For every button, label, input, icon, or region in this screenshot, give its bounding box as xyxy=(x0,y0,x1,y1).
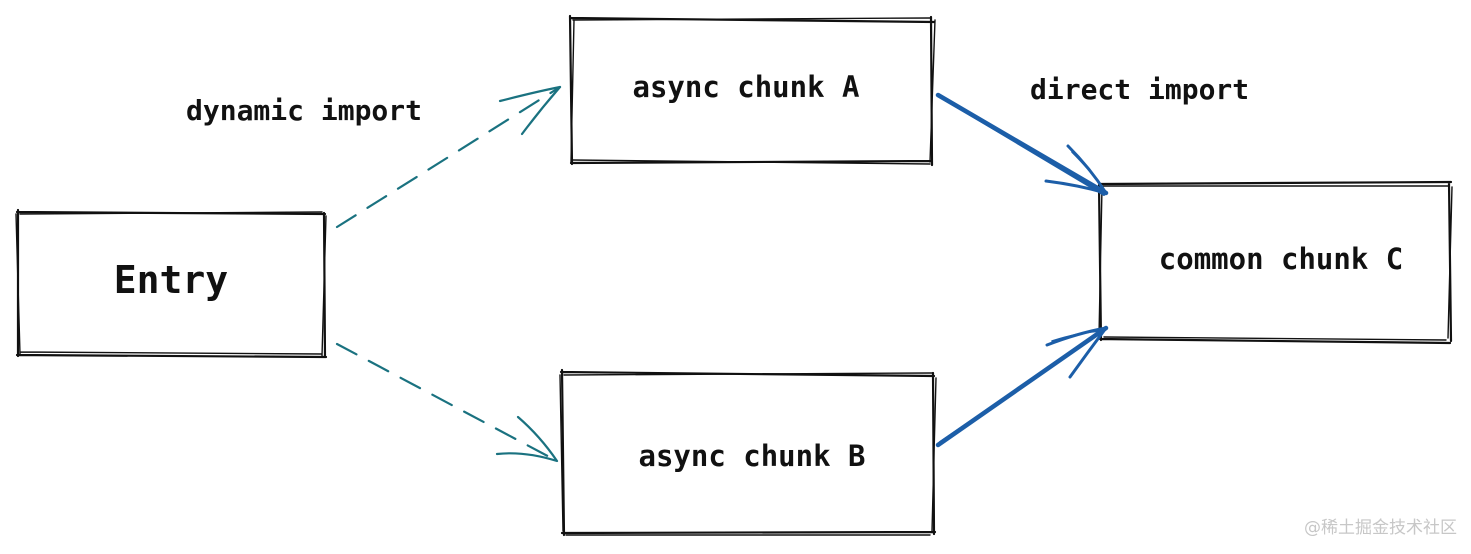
chunk-a-box xyxy=(568,14,936,167)
chunk-a-node[interactable]: async chunk A xyxy=(568,14,936,167)
direct-import-arrow-a xyxy=(935,92,1109,196)
entry-label: Entry xyxy=(114,258,228,302)
dynamic-import-arrow-a xyxy=(335,85,562,229)
watermark-text: @稀土掘金技术社区 xyxy=(1304,518,1457,538)
chunk-c-node[interactable]: common chunk C xyxy=(1097,180,1453,345)
direct-import-label: direct import xyxy=(1030,73,1249,106)
dynamic-import-label: dynamic import xyxy=(186,94,422,127)
entry-node[interactable]: Entry xyxy=(15,208,328,359)
chunk-a-label: async chunk A xyxy=(633,70,860,104)
direct-import-arrow-b xyxy=(935,325,1109,448)
dynamic-import-arrow-b xyxy=(335,342,559,463)
chunk-c-label: common chunk C xyxy=(1159,242,1403,276)
chunk-b-label: async chunk B xyxy=(639,439,866,473)
chunk-b-node[interactable]: async chunk B xyxy=(559,368,937,537)
